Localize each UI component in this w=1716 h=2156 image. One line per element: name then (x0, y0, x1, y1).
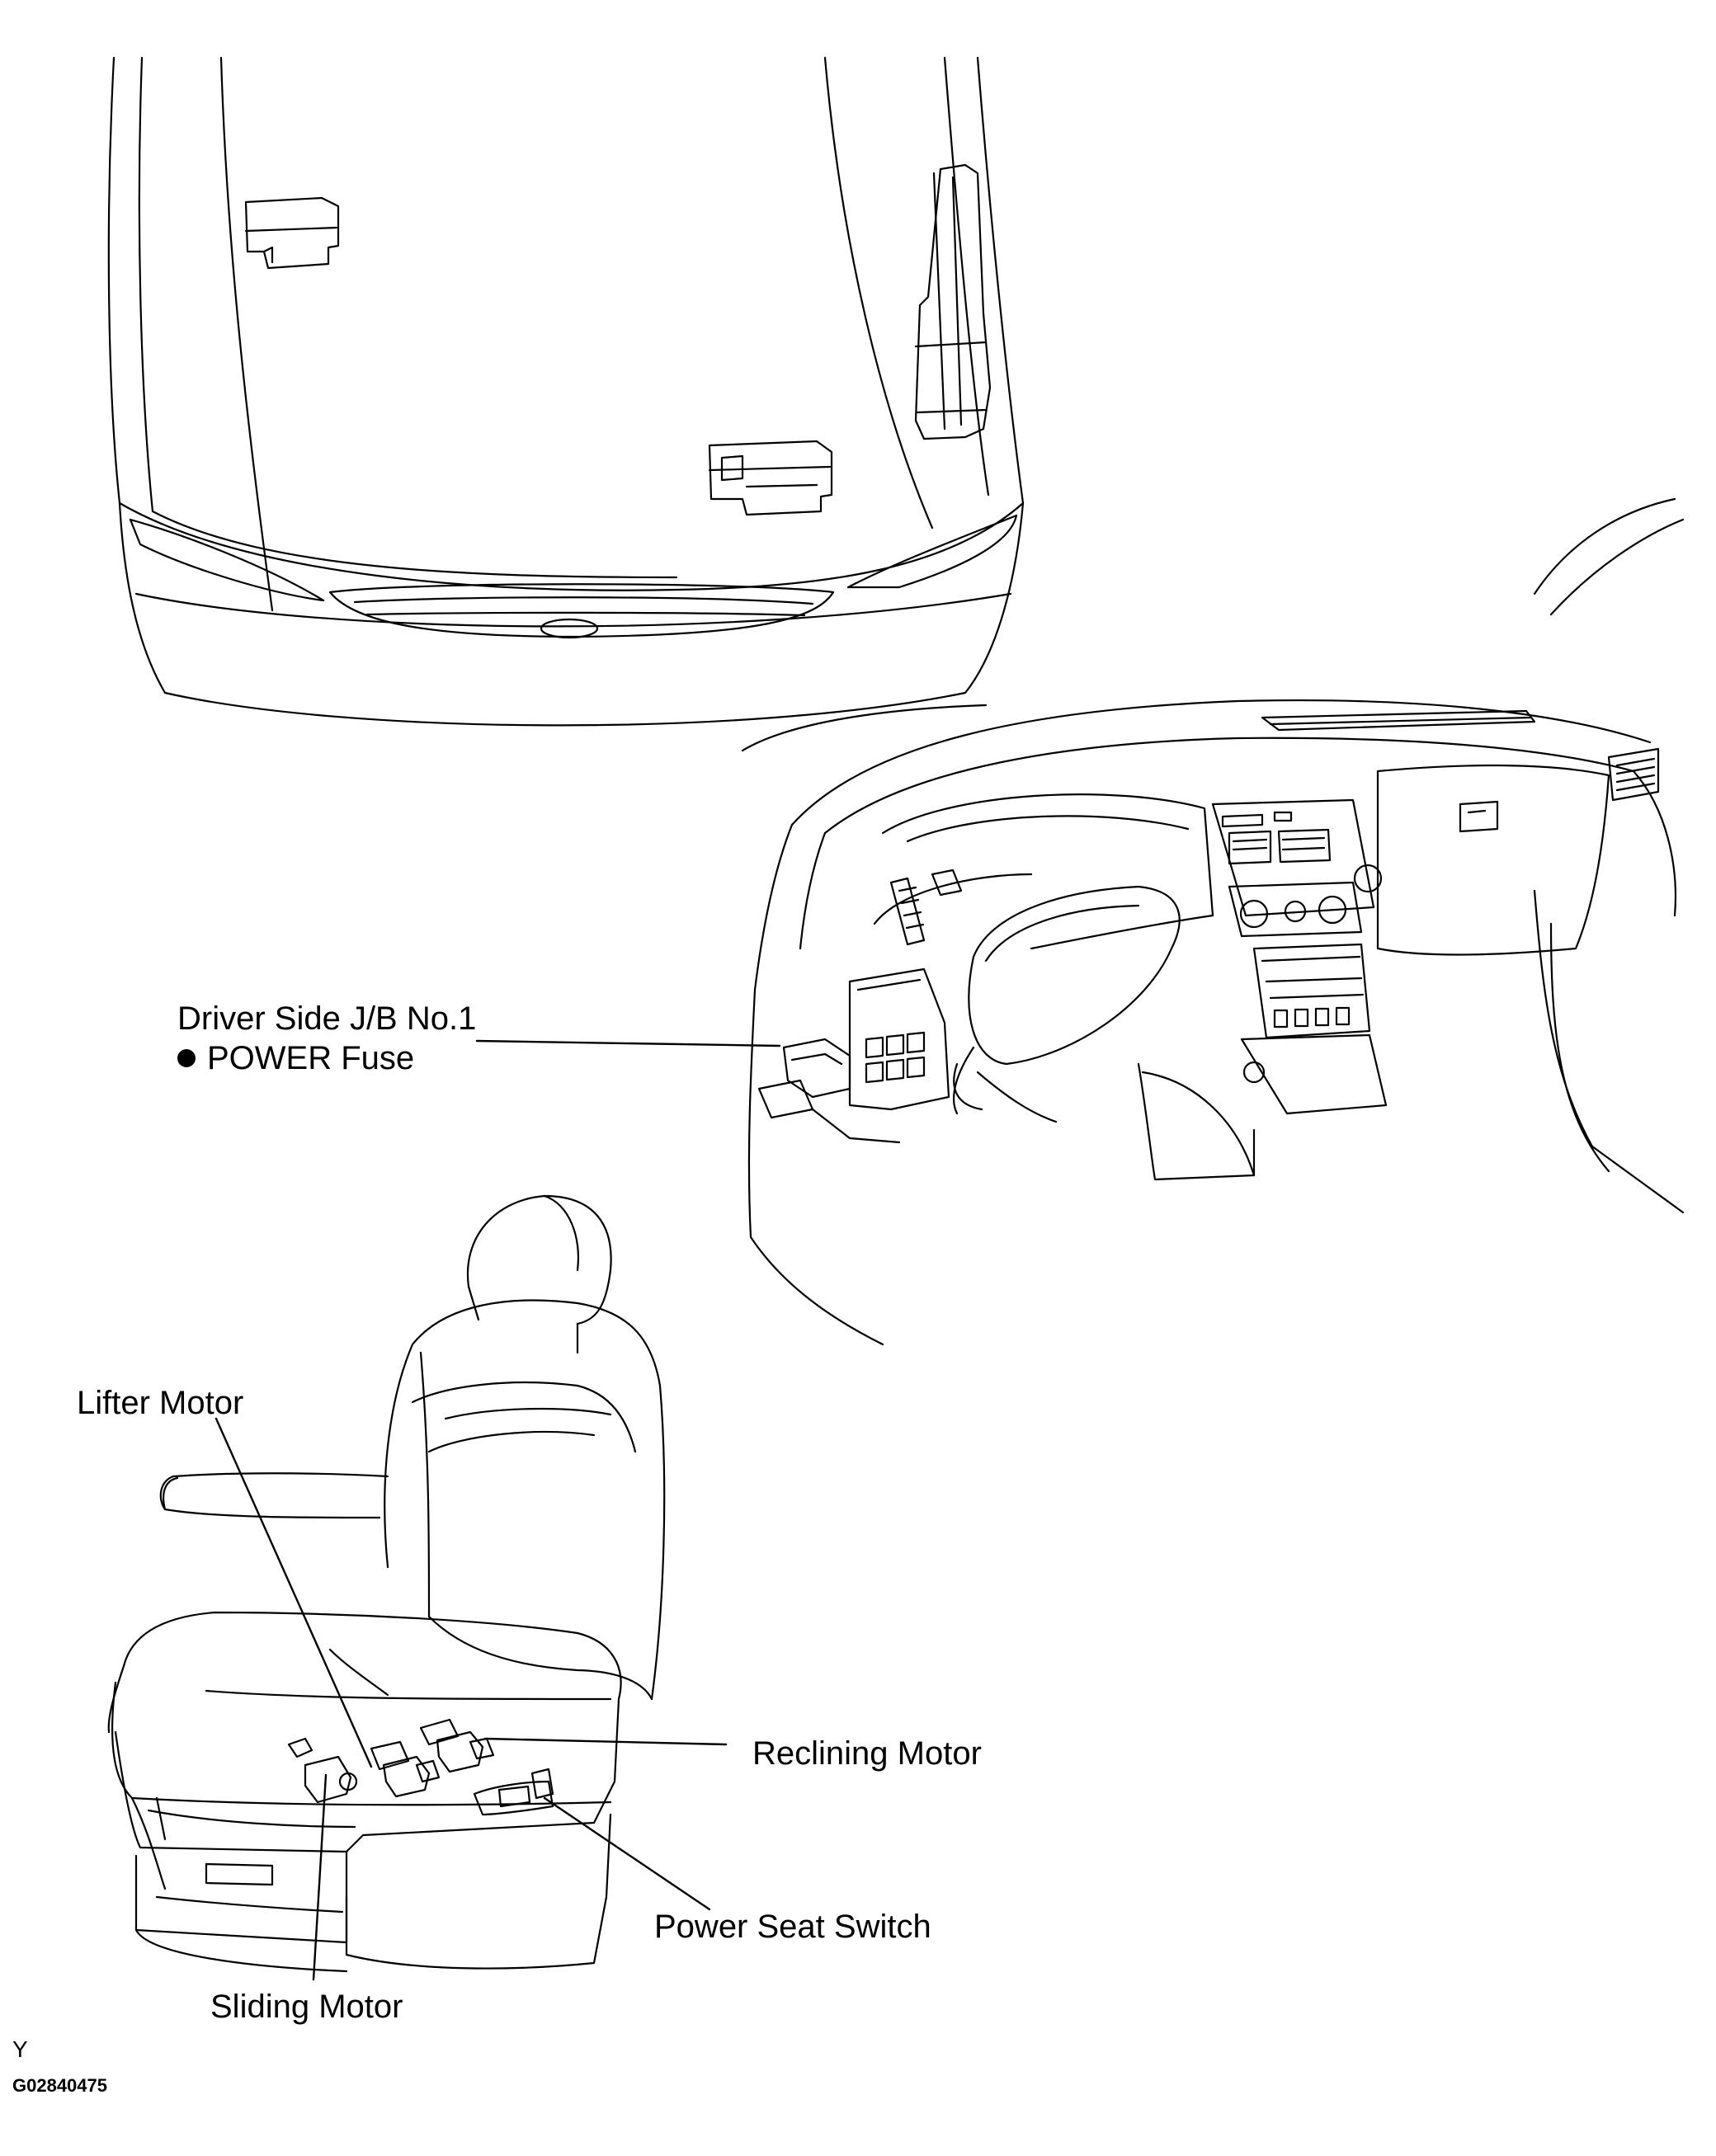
lifter-motor-label: Lifter Motor (77, 1385, 244, 1421)
footer-letter: Y (12, 2036, 28, 2062)
leader-line-reclining-motor (483, 1737, 728, 1746)
sliding-motor-label: Sliding Motor (210, 1989, 403, 2025)
power-seat-illustration (107, 1194, 666, 1973)
leader-line-lifter-motor (214, 1417, 373, 1768)
bullet-icon (177, 1049, 196, 1067)
leader-line-power-seat-switch (543, 1796, 711, 1911)
instrument-panel-illustration (741, 497, 1685, 1346)
figure-code: G02840475 (12, 2075, 107, 2096)
power-seat-switch-label: Power Seat Switch (654, 1909, 931, 1945)
vehicle-front-illustration (107, 56, 1025, 727)
leader-line-jb (475, 1039, 781, 1047)
leader-lines (214, 1039, 781, 1981)
power-fuse-label: POWER Fuse (207, 1040, 415, 1076)
leader-line-sliding-motor (312, 1773, 328, 1981)
reclining-motor-label: Reclining Motor (752, 1735, 982, 1772)
jb-label-line2: POWER Fuse (177, 1039, 414, 1077)
jb-label-line1: Driver Side J/B No.1 (177, 1000, 477, 1037)
